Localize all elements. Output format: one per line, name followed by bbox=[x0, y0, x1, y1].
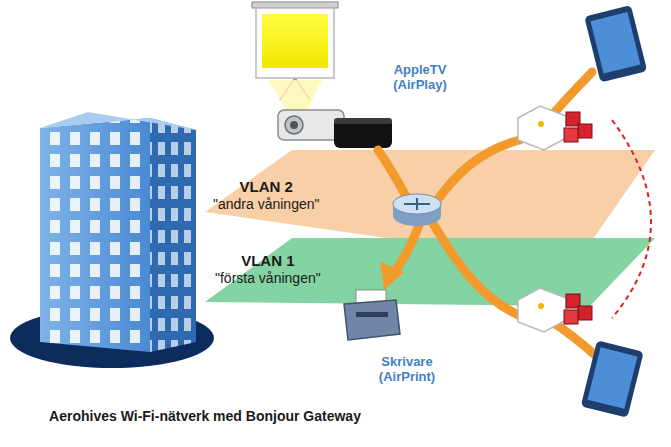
device-label: AppleTV (AirPlay) bbox=[372, 62, 468, 92]
vlan-name: VLAN 1 bbox=[215, 252, 321, 270]
floor-name: "andra våningen" bbox=[213, 196, 319, 213]
figure-caption: Aerohives Wi-Fi-nätverk med Bonjour Gate… bbox=[49, 408, 361, 425]
vlan-name: VLAN 2 bbox=[213, 178, 319, 196]
device-label: Skrivare (AirPrint) bbox=[352, 354, 462, 384]
floor-name: "första våningen" bbox=[215, 270, 321, 287]
plane-fill bbox=[205, 238, 655, 306]
plane-texts: VLAN 1"första våningen" bbox=[215, 252, 321, 287]
vlan-plane: VLAN 1"första våningen" bbox=[205, 236, 660, 308]
plane-texts: VLAN 2"andra våningen" bbox=[213, 178, 319, 213]
